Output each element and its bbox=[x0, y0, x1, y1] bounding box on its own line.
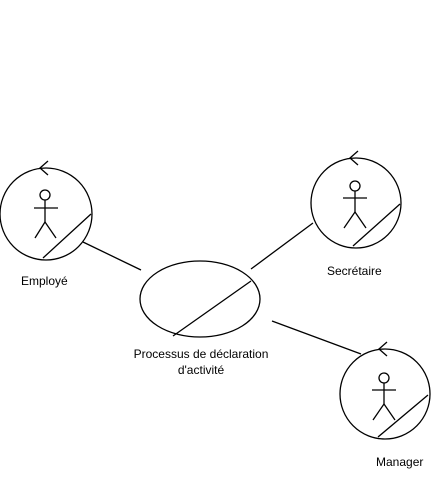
link-secretaire-process[interactable] bbox=[250, 222, 314, 270]
actor-manager[interactable] bbox=[339, 341, 431, 440]
actor-manager-diagonal bbox=[377, 394, 429, 438]
actor-secretaire-diagonal bbox=[352, 203, 401, 247]
actor-employe-arrow-icon bbox=[39, 160, 49, 176]
actor-manager-stick-figure-icon bbox=[372, 372, 396, 421]
actor-manager-label: Manager bbox=[376, 455, 424, 469]
actor-employe-stick-figure-icon bbox=[34, 189, 58, 239]
actor-secretaire-arrow-icon bbox=[349, 150, 359, 166]
actor-employe-circle bbox=[0, 167, 93, 261]
process-label-line1: Processus de déclaration bbox=[133, 347, 269, 361]
actor-employe-diagonal bbox=[42, 213, 92, 259]
process-diagonal bbox=[172, 280, 252, 337]
actor-employe-label: Employé bbox=[21, 274, 68, 288]
process-ellipse bbox=[139, 260, 261, 338]
link-process-manager[interactable] bbox=[271, 320, 362, 355]
actor-employe[interactable] bbox=[0, 160, 93, 261]
actor-secretaire-stick-figure-icon bbox=[343, 180, 367, 229]
actor-secretaire-circle bbox=[310, 157, 402, 249]
actor-secretaire[interactable] bbox=[310, 150, 402, 249]
link-employe-process[interactable] bbox=[82, 241, 142, 271]
process-label-line2: d'activité bbox=[177, 363, 225, 377]
process-usecase[interactable] bbox=[139, 260, 261, 338]
process-label: Processus de déclaration d'activité bbox=[123, 346, 279, 378]
actor-manager-arrow-icon bbox=[378, 341, 388, 357]
actor-secretaire-label: Secrétaire bbox=[327, 264, 382, 278]
actor-manager-circle bbox=[339, 348, 431, 440]
